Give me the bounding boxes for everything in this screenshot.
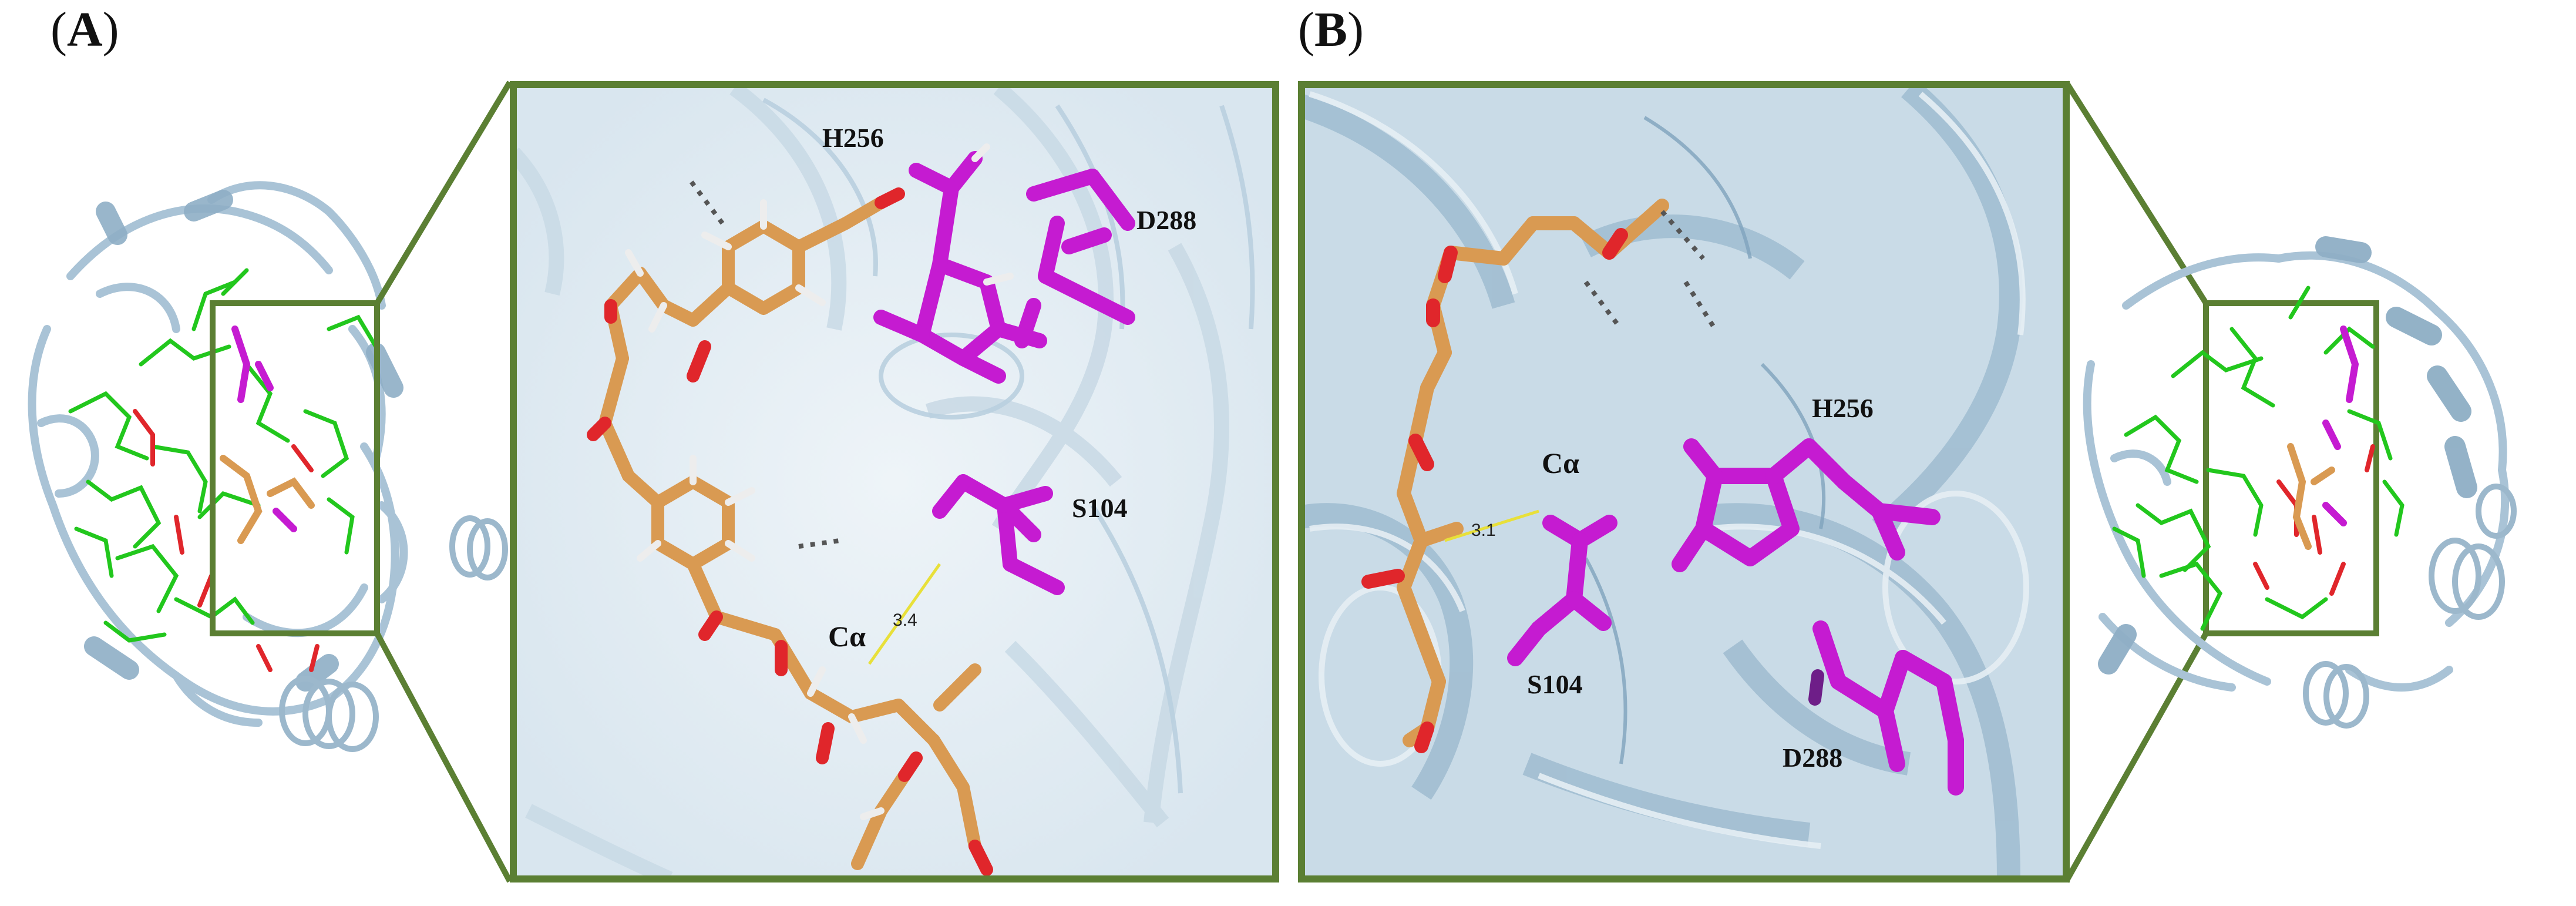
distance-label-b: 3.1 bbox=[1471, 521, 1496, 540]
zoom-frame-b bbox=[1298, 81, 2070, 882]
distance-label-a: 3.4 bbox=[893, 610, 917, 630]
alpha-label-a: Cα bbox=[828, 620, 866, 653]
panel-label-b: (B) bbox=[1298, 2, 1364, 57]
alpha-label-b: Cα bbox=[1542, 447, 1579, 479]
residue-label-s104-b: S104 bbox=[1527, 669, 1583, 699]
distance-line-a bbox=[867, 563, 941, 665]
zoom-frame-a bbox=[510, 81, 1279, 882]
distance-line-b bbox=[1444, 509, 1539, 542]
inset-frame-a bbox=[210, 80, 513, 883]
panel-letter-a: A bbox=[66, 2, 103, 57]
residue-label-d288-b: D288 bbox=[1783, 743, 1842, 773]
zoom-panel-b bbox=[1302, 85, 2066, 879]
zoom-panel-a bbox=[513, 85, 1276, 879]
catalytic-residues-b bbox=[1507, 438, 1964, 796]
residue-label-d288-a: D288 bbox=[1136, 205, 1196, 235]
inset-frame-b bbox=[2063, 80, 2379, 883]
residue-label-s104-a: S104 bbox=[1072, 493, 1128, 523]
residue-label-h256-a: H256 bbox=[822, 123, 884, 153]
panel-letter-b: B bbox=[1314, 2, 1348, 57]
overview-protein-b bbox=[2083, 236, 2517, 729]
panel-label-a: (A) bbox=[51, 2, 119, 57]
overview-protein-a bbox=[28, 181, 508, 752]
residue-label-h256-b: H256 bbox=[1812, 393, 1874, 423]
catalytic-residues-a bbox=[873, 151, 1135, 595]
